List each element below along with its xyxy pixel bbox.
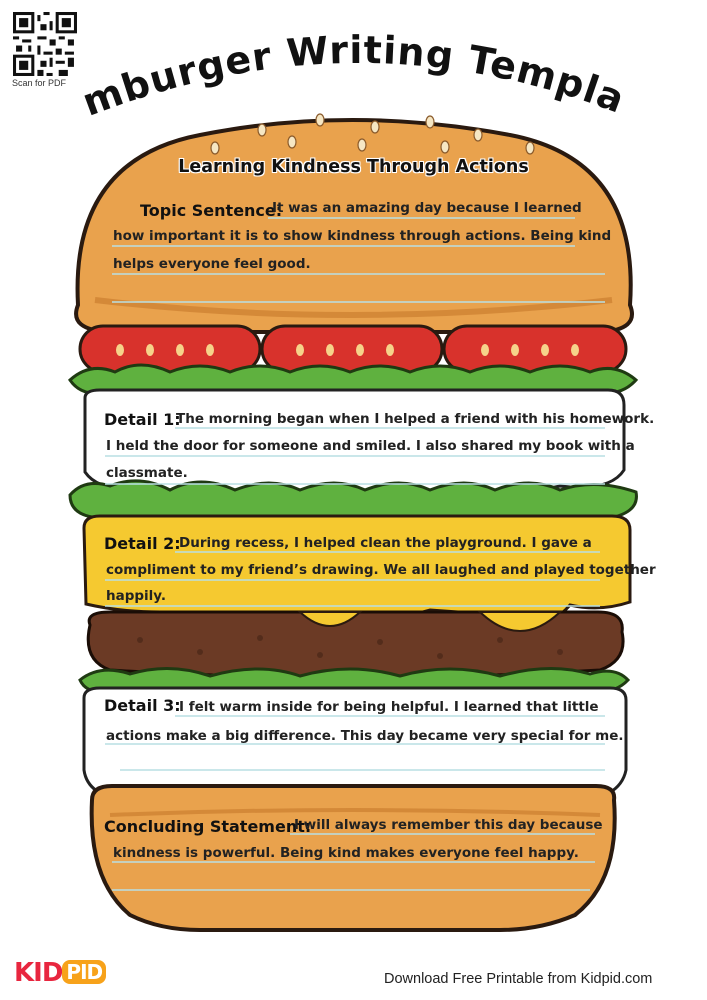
conclusion-label: Concluding Statement:	[104, 817, 312, 836]
topic-title: Learning Kindness Through Actions	[178, 157, 529, 177]
tomato-slice	[260, 324, 444, 374]
detail1-line-3: classmate.	[106, 465, 188, 481]
logo-kid-text: KID	[14, 958, 63, 988]
detail2-line-3: happily.	[106, 588, 166, 604]
detail3-line-2: actions make a big difference. This day …	[106, 728, 624, 744]
logo-pid-text: PID	[62, 960, 107, 984]
topic-sentence-line-2: how important it is to show kindness thr…	[113, 228, 612, 244]
detail1-label: Detail 1:	[104, 410, 181, 429]
lettuce-middle	[68, 479, 638, 520]
download-link[interactable]: Download Free Printable from Kidpid.com	[384, 971, 653, 987]
topic-sentence-line-1: It was an amazing day because I learned	[272, 200, 582, 216]
conclusion-line-1: I will always remember this day because	[294, 817, 603, 833]
topic-sentence-label: Topic Sentence:	[140, 201, 283, 220]
detail3-label: Detail 3:	[104, 696, 181, 715]
detail2-line-2: compliment to my friend’s drawing. We al…	[106, 562, 656, 578]
tomato-slice	[78, 324, 262, 374]
page-title: Hamburger Writing Template	[0, 0, 631, 125]
conclusion-line-2: kindness is powerful. Being kind makes e…	[113, 845, 579, 861]
lettuce-top	[68, 363, 639, 395]
tomato-slice	[442, 324, 628, 374]
detail2-label: Detail 2:	[104, 534, 181, 553]
detail3-line-1: I felt warm inside for being helpful. I …	[179, 699, 599, 715]
bottom-bun	[89, 784, 617, 932]
topic-sentence-line-3: helps everyone feel good.	[113, 256, 311, 272]
qr-code[interactable]	[13, 12, 77, 76]
detail1-line-2: I held the door for someone and smiled. …	[106, 438, 635, 454]
detail2-line-1: During recess, I helped clean the playgr…	[179, 535, 592, 551]
detail1-line-1: The morning began when I helped a friend…	[176, 411, 655, 427]
qr-caption: Scan for PDF	[12, 78, 67, 88]
